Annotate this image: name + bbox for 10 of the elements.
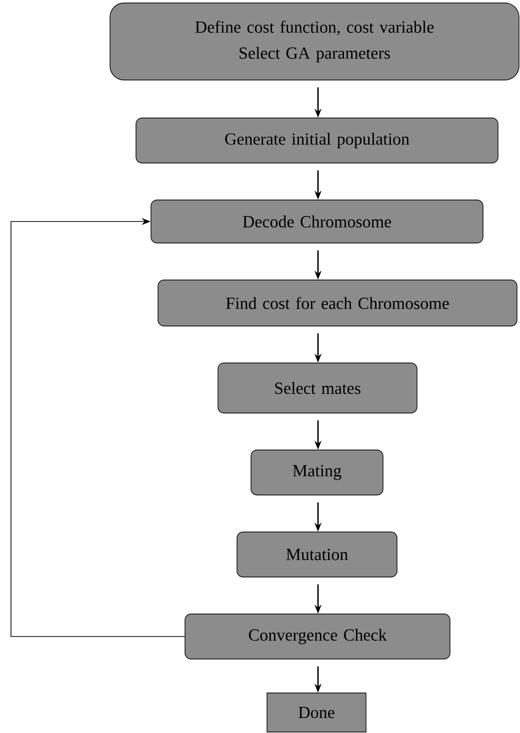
process-box: Generate initial population <box>136 118 498 164</box>
process-box: Select mates <box>218 362 418 414</box>
process-box: Define cost function, cost variable Select GA parameters <box>110 2 520 80</box>
feedback-arrow <box>10 218 186 637</box>
process-box: Convergence Check <box>184 614 450 660</box>
process-box: Mating <box>250 450 384 496</box>
terminal-box: Done <box>266 692 366 732</box>
process-box: Find cost for each Chromosome <box>158 280 518 326</box>
process-box: Mutation <box>236 532 398 578</box>
process-box: Decode Chromosome <box>150 200 484 244</box>
